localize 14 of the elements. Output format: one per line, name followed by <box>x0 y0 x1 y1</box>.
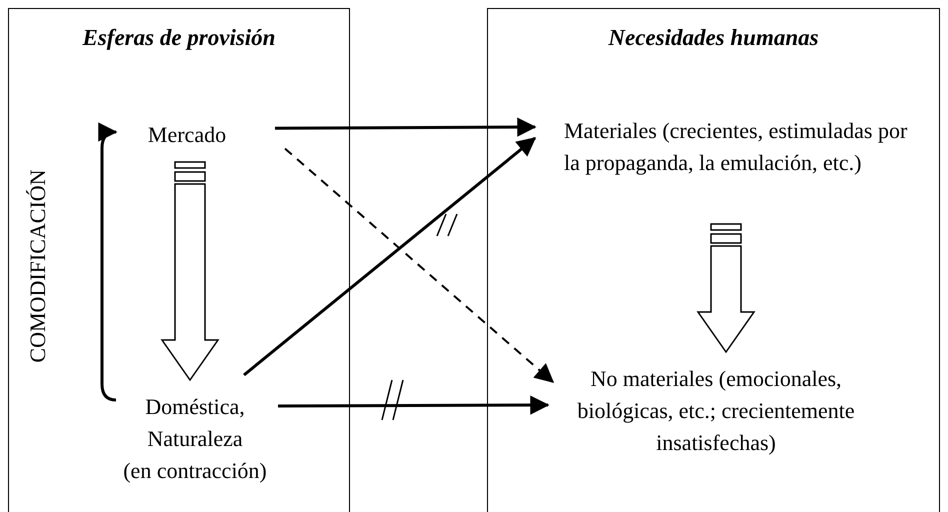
node-text: Materiales (crecientes, estimuladas por la propaganda, la emulación, etc.) <box>564 117 908 177</box>
node-text: Doméstica, Naturaleza <box>144 393 246 453</box>
block-arrow <box>160 161 220 382</box>
node-text: Mercado <box>148 121 226 149</box>
arrow <box>275 118 536 137</box>
panel-title: Esferas de provisión <box>81 25 276 51</box>
arrow <box>243 136 536 376</box>
node-text: No materiales (emocionales, biológicas, etc.; crecientemente insatisfechas) <box>576 365 856 457</box>
node-text: (en contracción) <box>123 457 267 485</box>
arrow <box>284 148 554 383</box>
panel-title: Necesidades humanas <box>607 25 820 51</box>
panel-box <box>487 8 940 512</box>
block-arrow <box>696 223 756 354</box>
arrow <box>278 396 550 415</box>
